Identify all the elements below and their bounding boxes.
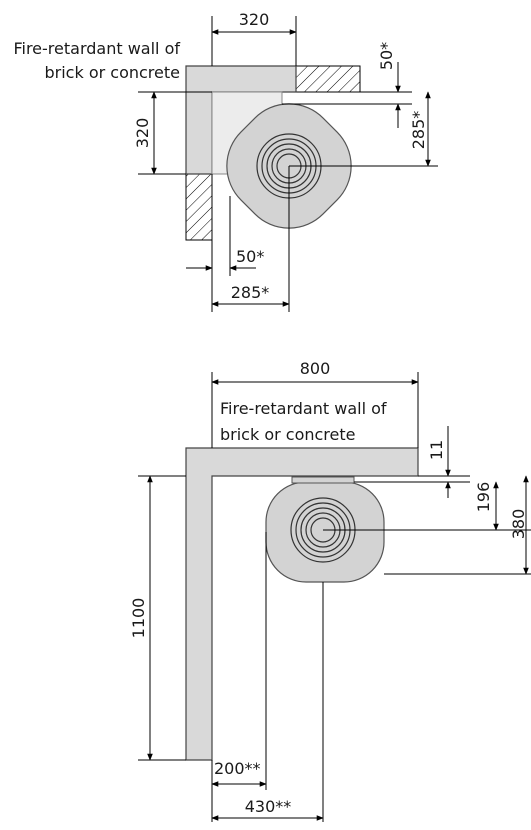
dim-bottom-gap: 50* [236,247,264,266]
dim-wall-thickness: 11 [427,440,446,460]
dim-bottom-center: 430** [245,797,292,816]
wall-label-line1: Fire-retardant wall of [220,399,387,418]
dim-left-height: 1100 [129,598,148,639]
wall-installation-diagram: 800 Fire-retardant wall of brick or conc… [129,359,531,822]
wall-label-line2: brick or concrete [220,425,356,444]
dim-top-width: 800 [300,359,331,378]
stove-wall-mounted [265,481,385,583]
dim-bottom-center: 285* [231,283,270,302]
wall-label-line2: brick or concrete [45,63,181,82]
hatched-wall-right [295,65,361,93]
dim-top-width: 320 [239,10,270,29]
dim-bottom-gap: 200** [214,759,261,778]
dim-right-gap: 50* [377,42,396,70]
dim-right-center: 285* [409,111,428,150]
dim-stove-depth: 196 [474,482,493,513]
dim-center-from-wall: 380 [509,509,528,540]
hatched-wall-bottom [185,173,213,241]
dim-left-height: 320 [133,118,152,149]
corner-installation-diagram: 320 Fire-retardant wall of brick or conc… [13,10,438,312]
wall-label-line1: Fire-retardant wall of [13,39,180,58]
